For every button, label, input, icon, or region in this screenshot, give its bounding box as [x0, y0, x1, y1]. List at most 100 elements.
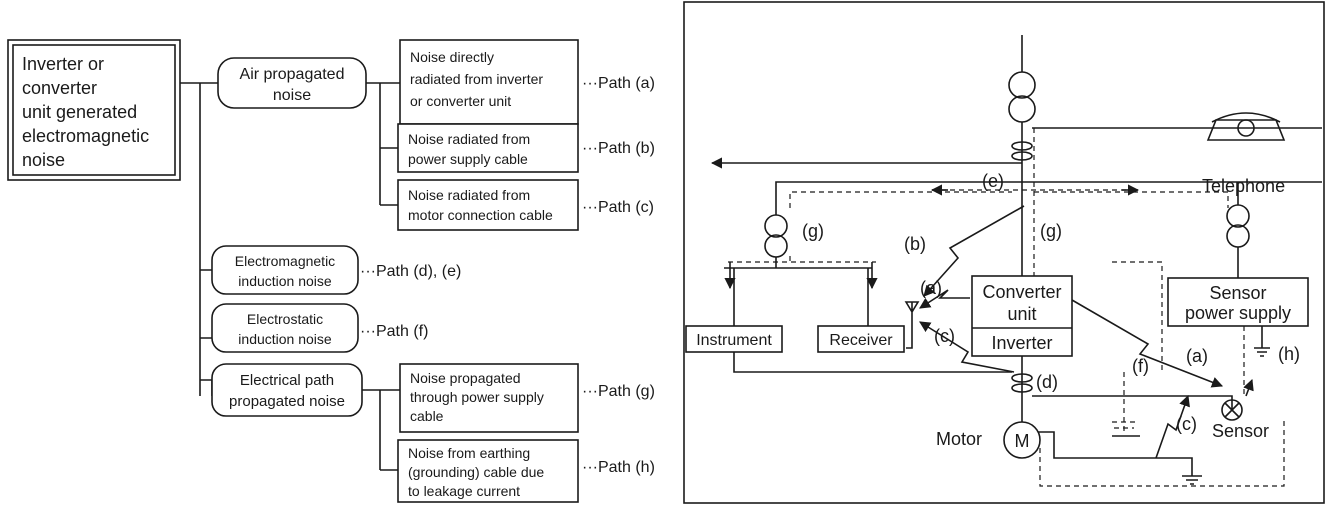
detail-h-line-2: (grounding) cable due	[408, 464, 544, 480]
noise-arrow-a-right	[1071, 299, 1224, 388]
noise-path-schematic: (e) Telephone (g) Instrument	[683, 1, 1325, 504]
category-ep-line-1: Electrical path	[240, 372, 334, 389]
detail-box-g	[399, 363, 579, 433]
path-g-label: ···Path (g)	[582, 383, 655, 400]
converter-line-1: Converter	[982, 282, 1061, 302]
root-line-1: Inverter or	[22, 54, 104, 74]
category-ep-line-2: propagated noise	[229, 393, 345, 410]
antenna-icon	[904, 301, 920, 349]
detail-c-line-1: Noise radiated from	[408, 187, 530, 203]
instrument-signal-line	[733, 352, 1012, 373]
label-e: (e)	[982, 171, 1004, 191]
category-air-line-2: noise	[273, 87, 311, 104]
category-electrostatic-induction	[211, 303, 359, 353]
category-es-line-1: Electrostatic	[247, 311, 323, 327]
detail-g-line-2: through power supply	[410, 389, 544, 405]
label-g-center: (g)	[1040, 221, 1062, 241]
sensor-power-line-2: power supply	[1185, 303, 1291, 323]
detail-b-line-1: Noise radiated from	[408, 131, 530, 147]
receiver-label: Receiver	[829, 332, 893, 349]
motor-label: Motor	[936, 429, 982, 449]
category-em-line-2: induction noise	[238, 273, 332, 289]
power-bus	[775, 181, 1322, 208]
left-tx-top-coil	[764, 214, 788, 238]
sensor-power-ground	[1254, 326, 1270, 357]
sensor-symbol-cross	[1224, 402, 1240, 418]
path-c-label: ···Path (c)	[582, 199, 654, 216]
d-induction-coil-1	[1011, 373, 1033, 383]
left-tx-bottom-coil	[764, 234, 788, 258]
tree-trunk	[180, 82, 218, 396]
path-h-label: ···Path (h)	[582, 459, 655, 476]
instrument-box	[685, 325, 783, 353]
telephone-icon	[1206, 112, 1286, 141]
root-line-4: electromagnetic	[22, 126, 149, 146]
noise-arrow-c-left	[919, 321, 1015, 373]
noise-classification-tree: Inverter or converter unit generated ele…	[7, 39, 655, 503]
root-line-5: noise	[22, 150, 65, 170]
converter-line-2: unit	[1007, 304, 1036, 324]
converter-inverter-box	[971, 275, 1073, 357]
air-branch-connector	[366, 82, 400, 206]
sensor-symbol	[1221, 399, 1243, 421]
instrument-label: Instrument	[696, 332, 772, 349]
detail-g-line-1: Noise propagated	[410, 370, 521, 386]
motor-symbol-letter: M	[1015, 431, 1030, 451]
noise-arrow-c-right	[1155, 394, 1190, 459]
detail-a-line-3: or converter unit	[410, 93, 511, 109]
category-electromagnetic-induction	[211, 245, 359, 295]
detail-box-h	[397, 439, 579, 503]
detail-box-c	[397, 179, 579, 231]
sensor-power-supply-box	[1167, 277, 1309, 327]
detail-a-line-1: Noise directly	[410, 49, 494, 65]
h-arrow	[1243, 378, 1254, 397]
detail-box-a	[399, 39, 579, 125]
label-c-left: (c)	[934, 326, 955, 346]
category-es-line-2: induction noise	[238, 331, 332, 347]
label-b: (b)	[904, 234, 926, 254]
right-tx-top-coil	[1226, 204, 1250, 228]
leakage-dashed-path	[1039, 420, 1285, 487]
path-de-label: ···Path (d), (e)	[360, 263, 461, 280]
label-c-right: (c)	[1176, 414, 1197, 434]
label-a-left: (a)	[920, 278, 942, 298]
label-a-right: (a)	[1186, 346, 1208, 366]
root-box-inner	[12, 44, 176, 176]
ep-branch-connector	[362, 389, 400, 471]
main-transformer-bottom-coil	[1008, 95, 1036, 123]
root-line-3: unit generated	[22, 102, 137, 122]
schematic-frame	[683, 1, 1325, 504]
label-h: (h)	[1278, 344, 1300, 364]
sensor-signal-line	[1032, 395, 1233, 410]
category-em-line-1: Electromagnetic	[235, 253, 335, 269]
bus-dashed-left	[789, 191, 1012, 208]
category-air-line-1: Air propagated	[240, 66, 345, 83]
detail-box-b	[397, 123, 579, 173]
sensor-power-line-1: Sensor	[1209, 283, 1266, 303]
e-induction-coil-1	[1011, 141, 1033, 151]
stray-capacitance-f	[1112, 261, 1163, 432]
d-induction-coil-2	[1011, 383, 1033, 393]
path-b-label: ···Path (b)	[582, 140, 655, 157]
detail-g-line-3: cable	[410, 408, 444, 424]
detail-h-line-3: to leakage current	[408, 483, 520, 499]
left-distribution	[724, 257, 872, 326]
receiver-box	[817, 325, 905, 353]
label-f: (f)	[1132, 356, 1149, 376]
inverter-label: Inverter	[991, 333, 1052, 353]
detail-b-line-2: power supply cable	[408, 151, 528, 167]
bus-dashed-right	[1034, 191, 1229, 208]
right-tx-bottom-coil	[1226, 224, 1250, 248]
left-dashed-distribution	[728, 256, 876, 263]
detail-c-line-2: motor connection cable	[408, 207, 553, 223]
motor-symbol	[1003, 421, 1041, 459]
label-d: (d)	[1036, 372, 1058, 392]
noise-arrow-b	[923, 205, 1025, 297]
path-f-label: ···Path (f)	[360, 323, 428, 340]
root-line-2: converter	[22, 78, 97, 98]
main-transformer-top-coil	[1008, 71, 1036, 99]
noise-arrow-a-left	[919, 289, 970, 309]
sensor-label: Sensor	[1212, 421, 1269, 441]
e-induction-coil-2	[1011, 151, 1033, 161]
